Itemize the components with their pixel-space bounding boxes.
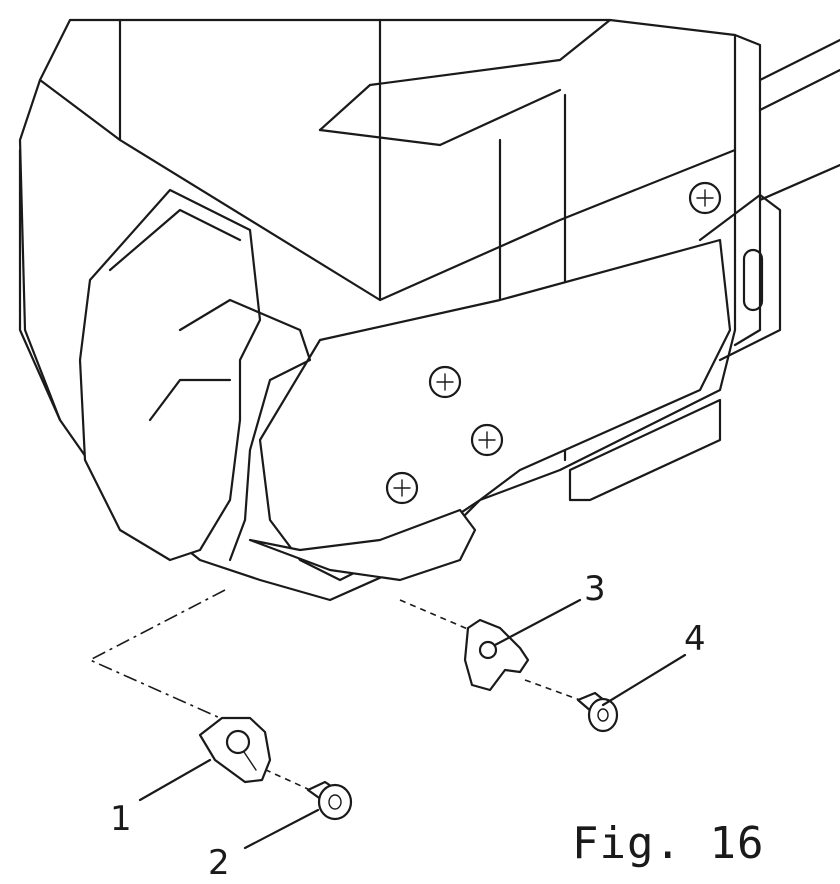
figure-caption: Fig. 16 xyxy=(572,818,765,869)
part-screw-2 xyxy=(306,780,353,821)
part-bracket xyxy=(198,716,272,784)
side-plate xyxy=(258,193,782,582)
callout-2: 2 xyxy=(208,843,230,883)
plate-screws xyxy=(385,181,722,505)
callout-3: 3 xyxy=(584,569,606,609)
part-screw-4 xyxy=(576,691,619,733)
callout-1: 1 xyxy=(110,799,132,839)
part-knob xyxy=(463,618,530,692)
clamp-block xyxy=(78,188,477,582)
leader-lines xyxy=(138,598,687,850)
assembly-lines xyxy=(88,589,581,791)
callout-4: 4 xyxy=(684,619,706,659)
